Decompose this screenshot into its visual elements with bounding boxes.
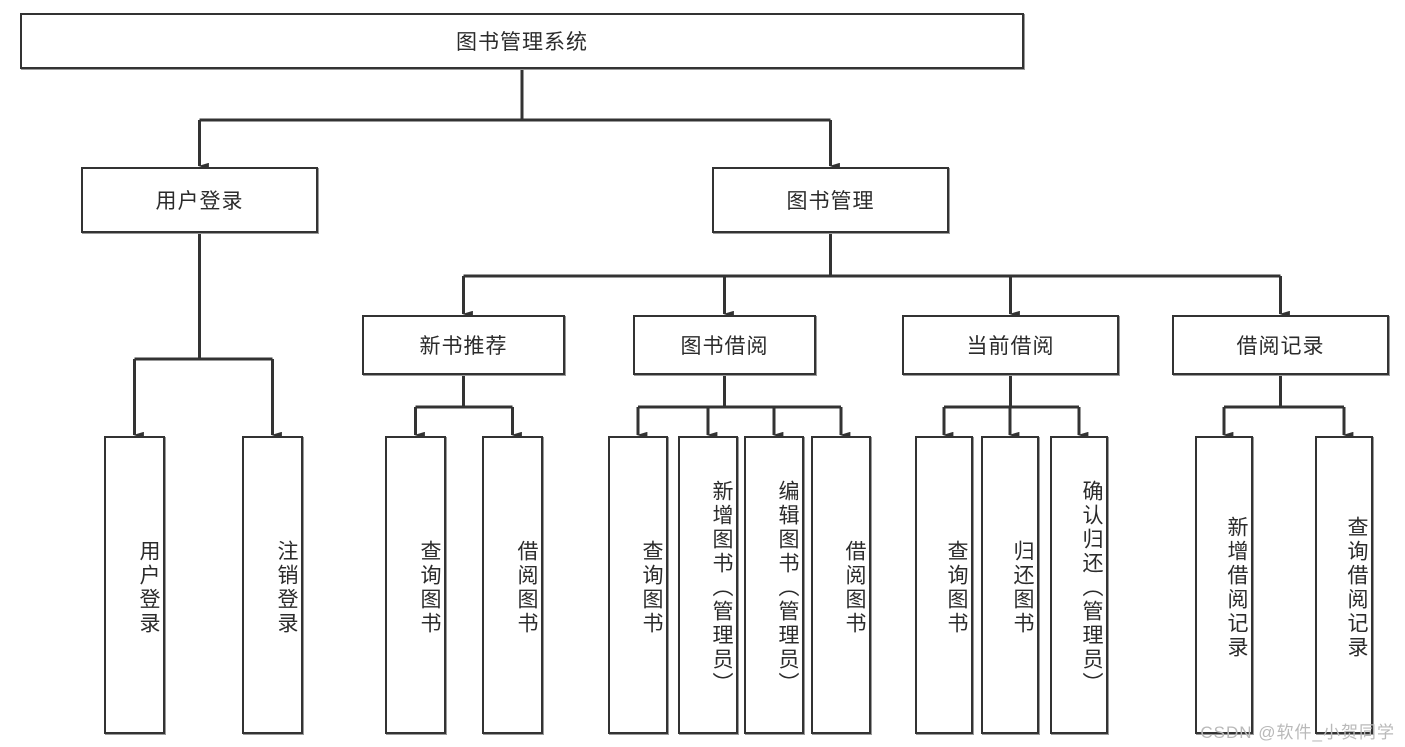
node-current-borrow[interactable]: 当前借阅 [902,315,1119,375]
node-leaf-query-book-cur[interactable]: 查询图书 [915,436,973,734]
node-label: 归还图书 [1011,540,1034,636]
node-label: 图书管理 [786,190,875,213]
node-label: 借阅记录 [1236,335,1325,358]
node-label: 用户登录 [155,190,244,213]
node-label: 查询图书 [640,540,663,636]
node-new-book-rec[interactable]: 新书推荐 [362,315,565,375]
node-borrow-record[interactable]: 借阅记录 [1172,315,1389,375]
node-leaf-user-login[interactable]: 用户登录 [104,436,165,734]
node-leaf-user-logout[interactable]: 注销登录 [242,436,303,734]
node-label: 编辑图书（管理员） [776,480,799,696]
node-label: 确认归还（管理员） [1080,480,1103,696]
node-label: 查询图书 [945,540,968,636]
node-leaf-borrow-book[interactable]: 借阅图书 [811,436,871,734]
node-label: 当前借阅 [966,335,1055,358]
node-leaf-add-record[interactable]: 新增借阅记录 [1195,436,1253,734]
node-root[interactable]: 图书管理系统 [20,13,1024,69]
node-label: 新增借阅记录 [1225,516,1248,660]
node-book-borrow[interactable]: 图书借阅 [633,315,816,375]
node-user-login[interactable]: 用户登录 [81,167,318,233]
node-leaf-query-book-rec[interactable]: 查询图书 [385,436,446,734]
node-label: 查询借阅记录 [1345,516,1368,660]
node-leaf-return-book[interactable]: 归还图书 [981,436,1039,734]
node-label: 注销登录 [275,540,298,636]
node-label: 查询图书 [418,540,441,636]
node-label: 借阅图书 [843,540,866,636]
node-label: 图书管理系统 [456,31,588,54]
node-label: 用户登录 [137,540,160,636]
node-label: 借阅图书 [515,540,538,636]
node-leaf-query-book[interactable]: 查询图书 [608,436,668,734]
node-leaf-edit-book[interactable]: 编辑图书（管理员） [744,436,804,734]
node-leaf-query-record[interactable]: 查询借阅记录 [1315,436,1373,734]
node-leaf-borrow-book-rec[interactable]: 借阅图书 [482,436,543,734]
node-leaf-add-book[interactable]: 新增图书（管理员） [678,436,738,734]
node-leaf-confirm-return[interactable]: 确认归还（管理员） [1050,436,1108,734]
node-label: 新增图书（管理员） [710,480,733,696]
node-label: 图书借阅 [680,335,769,358]
node-label: 新书推荐 [419,335,508,358]
node-book-manage[interactable]: 图书管理 [712,167,949,233]
